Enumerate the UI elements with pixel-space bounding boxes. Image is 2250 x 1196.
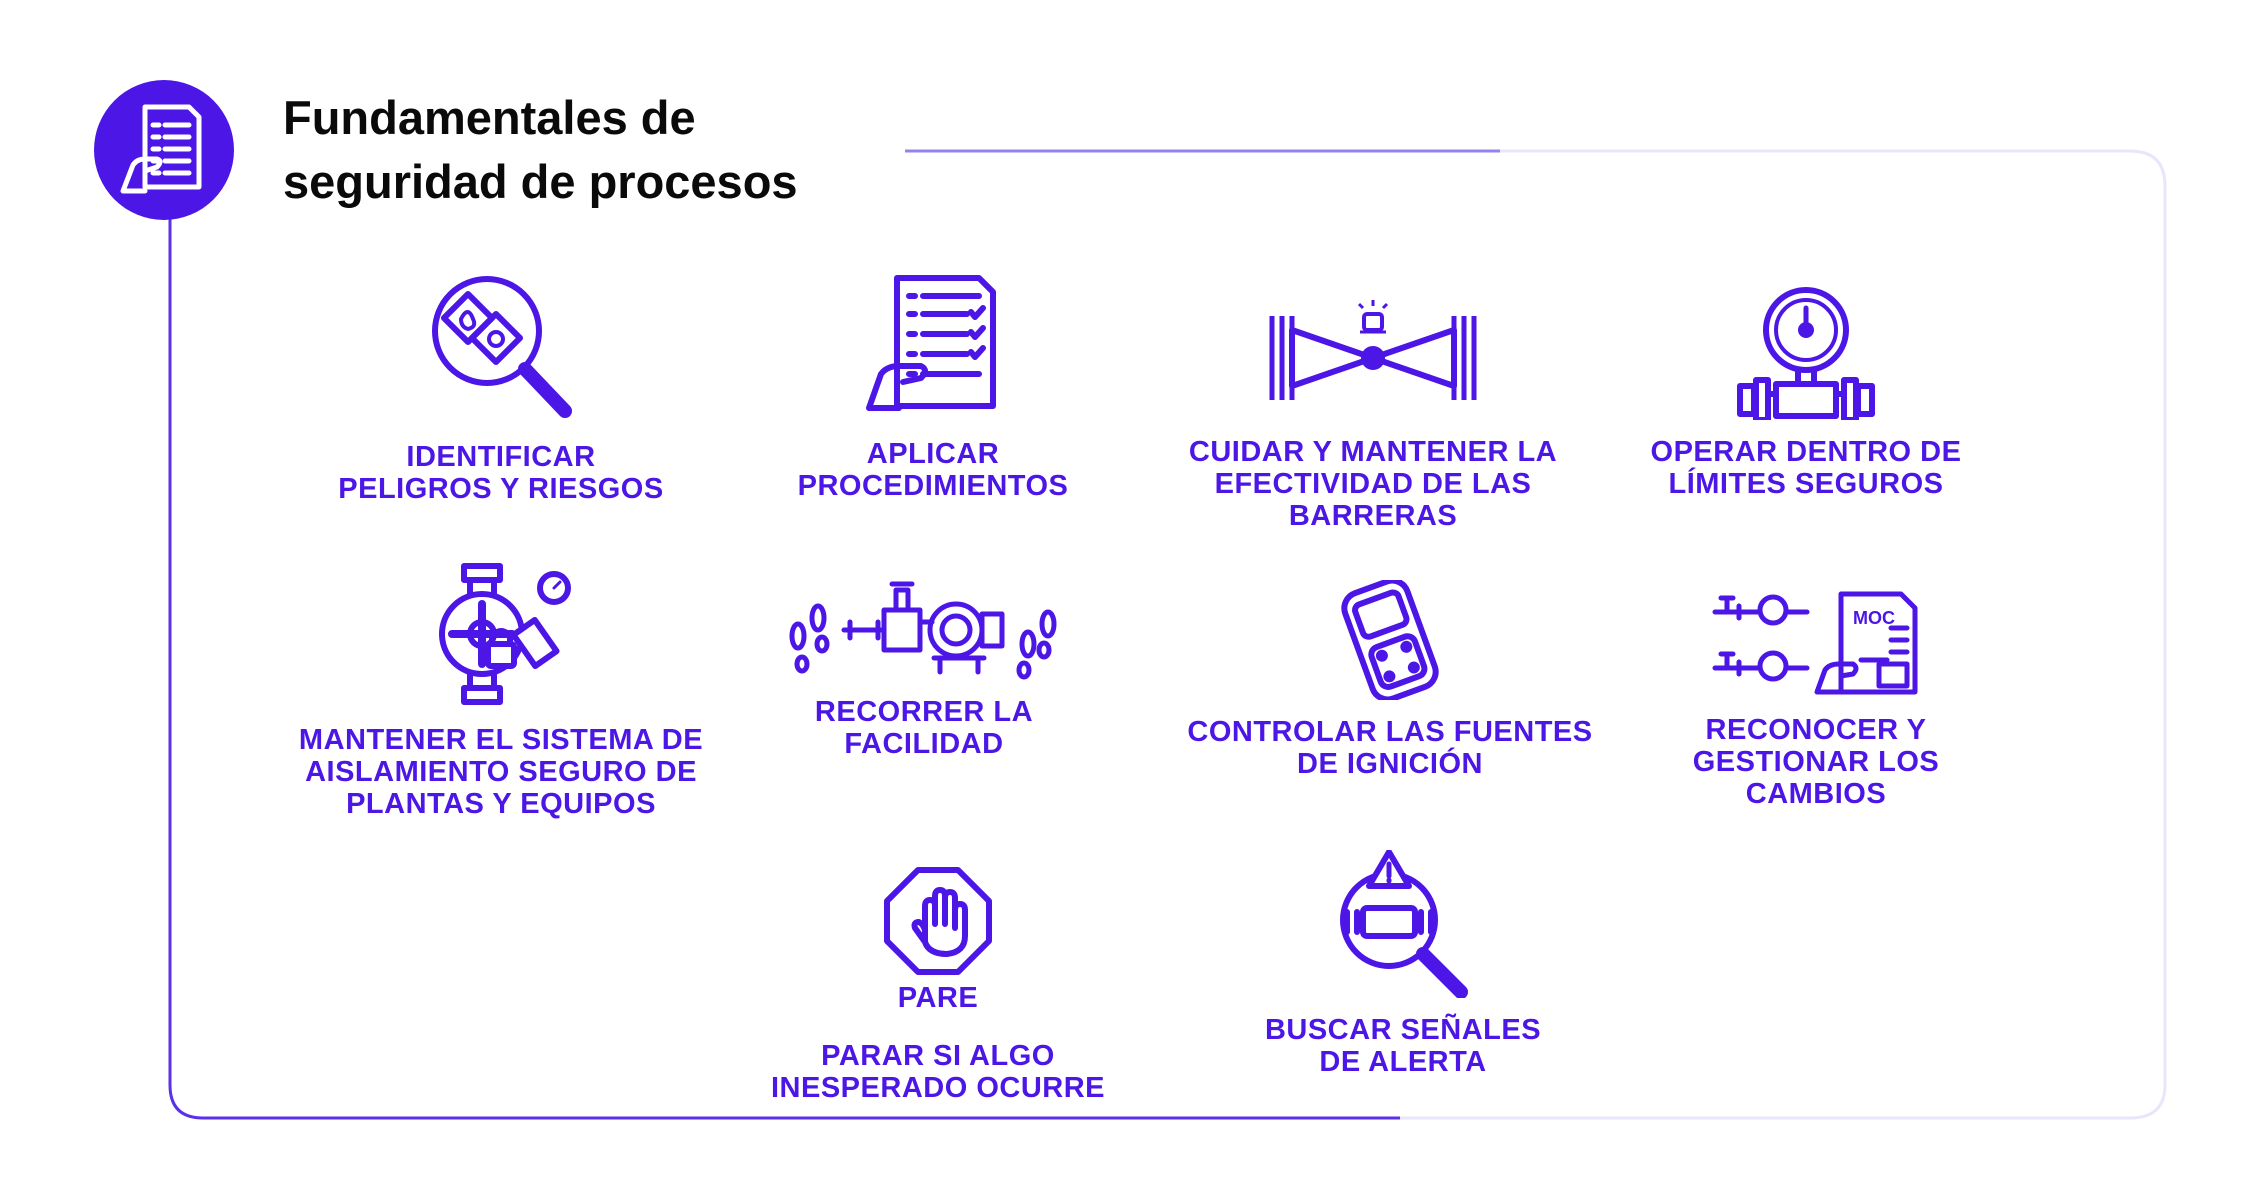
magnifier-hazard-icon: [432, 276, 572, 418]
item-label: IDENTIFICAR PELIGROS Y RIESGOS: [338, 441, 664, 505]
stop-badge: PARE: [897, 982, 979, 1014]
title-line-2: seguridad de procesos: [283, 155, 798, 208]
item-label: MANTENER EL SISTEMA DE AISLAMIENTO SEGUR…: [298, 724, 704, 820]
document-checklist-hand-icon: [94, 80, 234, 220]
item-label: APLICAR PROCEDIMIENTOS: [797, 438, 1069, 502]
item-cuidar-barreras: CUIDAR Y MANTENER LA EFECTIVIDAD DE LAS …: [1163, 300, 1583, 532]
item-aplicar-procedimientos: APLICAR PROCEDIMIENTOS: [723, 272, 1143, 502]
stop-hand-icon: [884, 867, 992, 975]
barrier-valve-alarm-icon: [1269, 300, 1477, 400]
item-parar: PARE PARAR SI ALGO INESPERADO OCURRE: [728, 866, 1148, 1104]
item-label: CONTROLAR LAS FUENTES DE IGNICIÓN: [1187, 716, 1593, 780]
item-fuentes-ignicion: CONTROLAR LAS FUENTES DE IGNICIÓN: [1180, 580, 1600, 780]
pressure-gauge-pipe-icon: [1737, 287, 1875, 420]
moc-document-icon: MOC: [1712, 591, 1918, 695]
item-operar-limites: OPERAR DENTRO DE LÍMITES SEGUROS: [1596, 286, 2016, 500]
item-aislamiento-seguro: MANTENER EL SISTEMA DE AISLAMIENTO SEGUR…: [291, 562, 711, 820]
item-gestionar-cambios: MOC RECONOCER Y GESTIONAR LOS CAMBIOS: [1606, 588, 2026, 810]
footprints-pump-icon: [789, 581, 1057, 680]
valve-lock-tag-icon: [439, 563, 571, 705]
item-label: BUSCAR SEÑALES DE ALERTA: [1264, 1014, 1542, 1078]
item-label: PARAR SI ALGO INESPERADO OCURRE: [771, 1040, 1105, 1104]
item-label: RECORRER LA FACILIDAD: [814, 696, 1034, 760]
item-identificar-peligros: IDENTIFICAR PELIGROS Y RIESGOS: [291, 275, 711, 505]
moc-label: MOC: [1853, 608, 1895, 628]
procedure-checklist-icon: [866, 275, 996, 411]
item-label: CUIDAR Y MANTENER LA EFECTIVIDAD DE LAS …: [1188, 436, 1558, 532]
title-line-1: Fundamentales de: [283, 91, 696, 144]
item-recorrer-facilidad: RECORRER LA FACILIDAD: [714, 580, 1134, 760]
item-label: OPERAR DENTRO DE LÍMITES SEGUROS: [1650, 436, 1962, 500]
item-senales-alerta: BUSCAR SEÑALES DE ALERTA: [1193, 850, 1613, 1078]
page-title: Fundamentales de seguridad de procesos: [283, 86, 923, 214]
gas-detector-icon: [1341, 580, 1439, 700]
magnifier-warning-icon: [1340, 850, 1468, 998]
item-label: RECONOCER Y GESTIONAR LOS CAMBIOS: [1692, 714, 1940, 810]
